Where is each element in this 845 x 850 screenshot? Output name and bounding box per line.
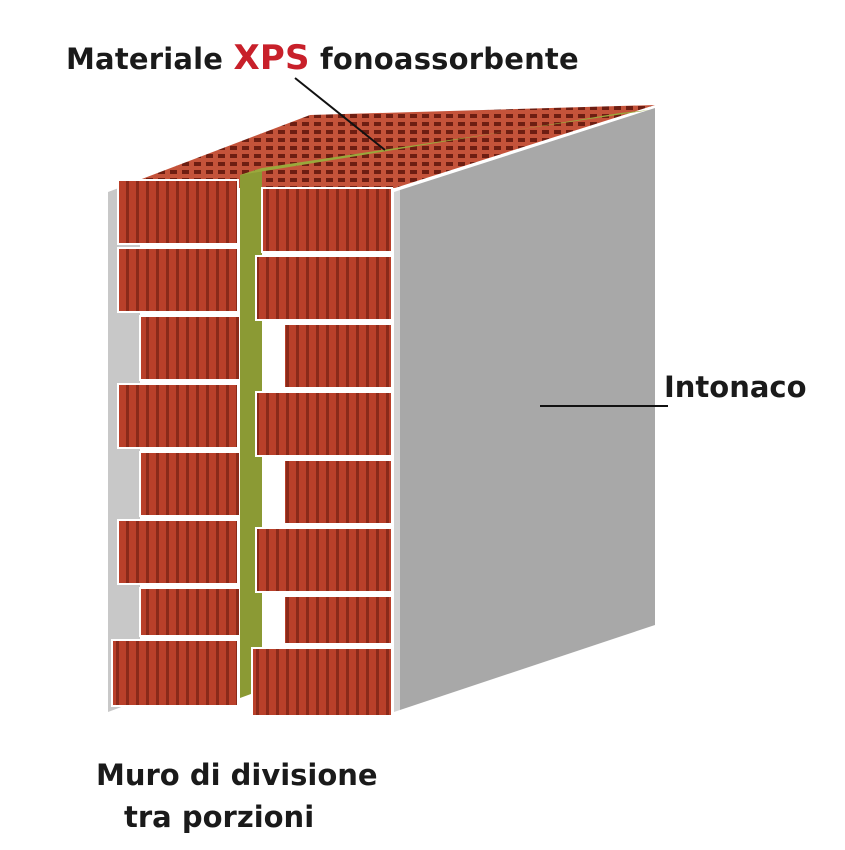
diagram-caption: Muro di divisione tra porzioni: [96, 754, 496, 838]
plaster-label: Intonaco: [664, 370, 807, 404]
brick-leaf-outer: [111, 179, 241, 707]
title-highlight: XPS: [233, 38, 310, 78]
plaster-edge: [394, 190, 400, 712]
plaster-face: [400, 108, 655, 710]
caption-line-1: Muro di divisione: [96, 758, 378, 792]
wall-top-surface: [118, 105, 655, 188]
brick-leaf-inner: [251, 187, 393, 717]
title-suffix: fonoassorbente: [320, 42, 579, 76]
diagram-title: Materiale XPS fonoassorbente: [66, 38, 579, 78]
title-prefix: Materiale: [66, 42, 224, 76]
caption-line-2: tra porzioni: [124, 800, 315, 834]
xps-leader-line: [294, 77, 386, 151]
